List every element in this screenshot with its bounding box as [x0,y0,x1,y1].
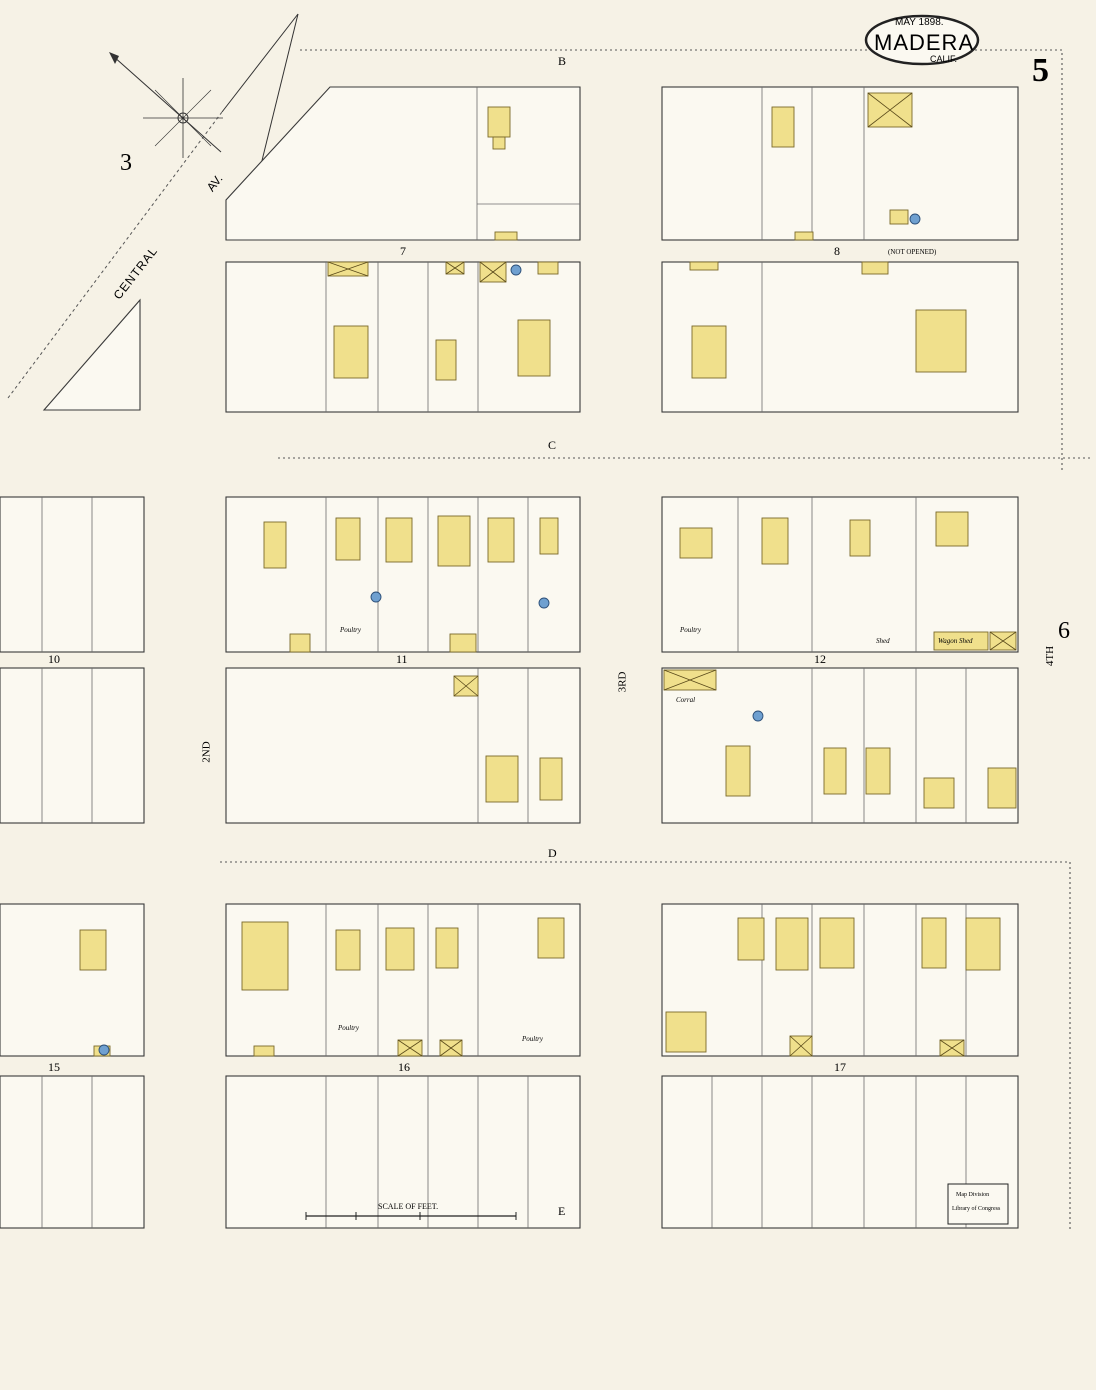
street-third: 3RD [616,671,629,693]
scale-bar [305,1212,517,1220]
block-num-8: 8 [834,244,840,258]
poultry-note-12: Poultry [680,626,701,634]
block-num-7: 7 [400,244,406,258]
street-c: C [548,438,557,452]
block-10 [0,496,145,824]
block-7-north [225,86,581,241]
scale-label: SCALE OF FEET. [378,1202,439,1211]
sheet-boundary [220,49,1092,1232]
block-num-15: 15 [48,1060,60,1074]
compass-rose-icon [109,52,223,158]
stamp-line-1: Map Division [956,1192,990,1198]
not-opened-note: (NOT OPENED) [888,248,937,256]
poultry-note-11: Poultry [340,626,361,634]
block-8-north [661,86,1019,241]
block-num-12: 12 [814,652,826,666]
triangle-lot [42,298,141,411]
title-state: CALIF. [930,54,958,64]
street-b: B [558,54,567,68]
block-15 [0,903,145,1229]
poultry-note-16: Poultry [338,1024,359,1032]
block-num-16: 16 [398,1060,410,1074]
stamp-line-2: Library of Congress [952,1206,1001,1212]
corral-note: Corral [676,696,696,704]
title-date: MAY 1898. [895,17,944,28]
title-oval [864,14,980,66]
adjacent-sheet-northwest: 3 [120,150,132,176]
block-num-10: 10 [48,652,60,666]
street-e: E [558,1204,566,1218]
sheet-number: 5 [1032,52,1049,89]
block-num-11: 11 [396,652,408,666]
block-8-south [661,261,1019,413]
adjacent-sheet-east: 6 [1058,618,1070,644]
block-12 [661,496,1019,824]
library-stamp [947,1183,1009,1225]
block-11 [225,496,581,824]
shed-note: Shed [876,637,890,645]
block-16 [225,903,581,1229]
street-fourth: 4TH [1044,645,1057,667]
street-d: D [548,846,557,860]
title-city: MADERA [874,30,975,55]
street-second: 2ND [200,741,213,763]
block-num-17: 17 [834,1060,846,1074]
wagon-shed-note: Wagon Shed [938,637,973,645]
block-7-south [225,261,581,413]
poultry-note-16b: Poultry [522,1035,543,1043]
central-avenue [7,13,299,411]
